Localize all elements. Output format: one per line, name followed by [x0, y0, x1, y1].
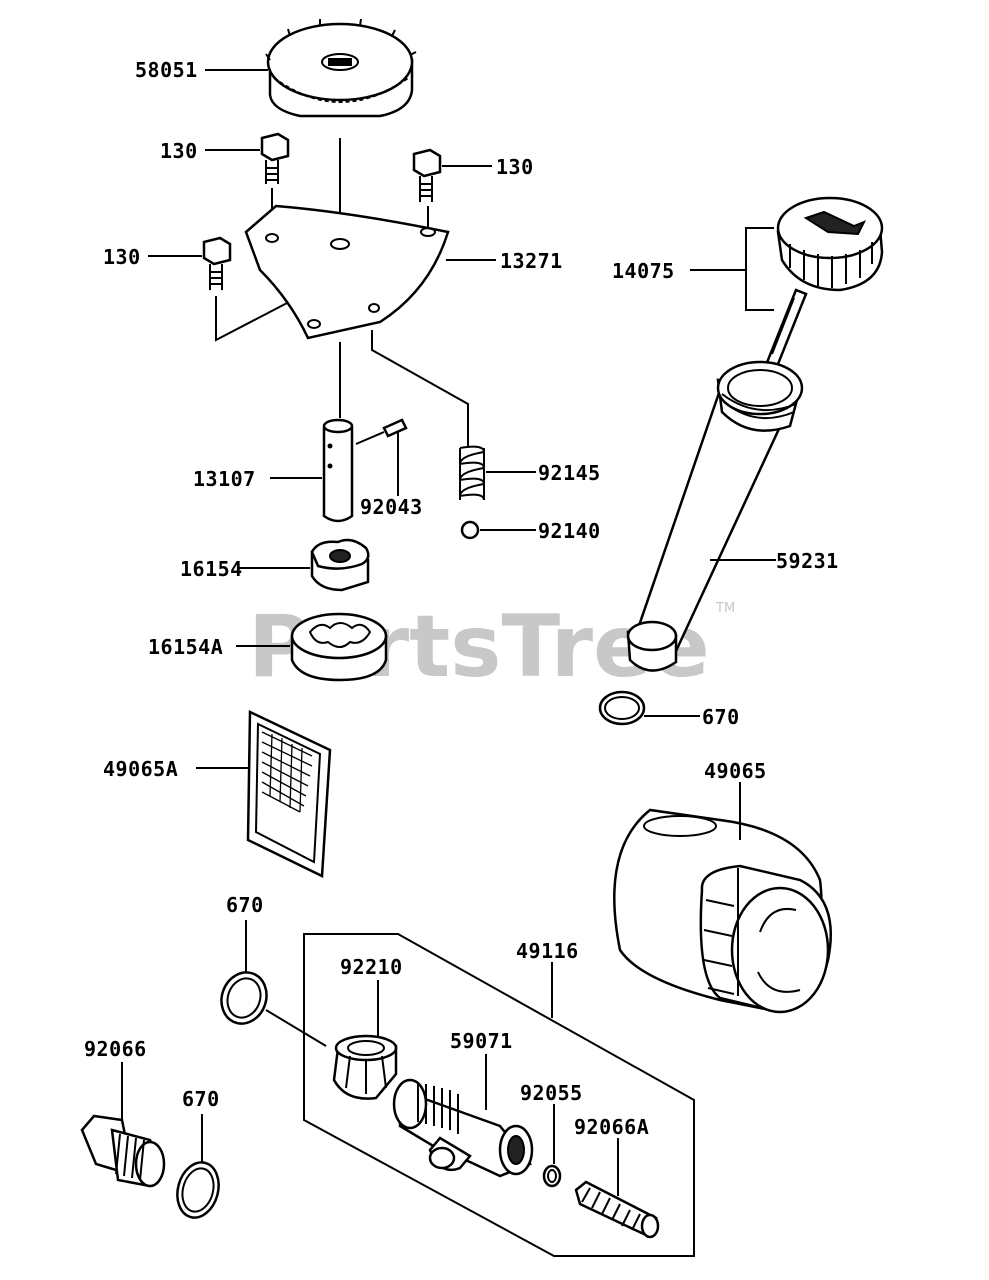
part-92210-nut[interactable] [332, 1034, 398, 1100]
label-92140: 92140 [538, 519, 601, 543]
part-92140-ball[interactable] [460, 520, 480, 540]
label-59071: 59071 [450, 1029, 513, 1053]
part-92066-plug[interactable] [80, 1114, 166, 1188]
part-13107-shaft[interactable] [322, 418, 354, 523]
label-14075: 14075 [612, 259, 675, 283]
part-130-bolt-right[interactable] [412, 148, 442, 202]
part-92145-spring[interactable] [458, 445, 486, 501]
label-670-c: 670 [182, 1087, 220, 1111]
part-49065-oil-filter[interactable] [613, 808, 832, 1014]
label-670-b: 670 [226, 893, 264, 917]
label-13271: 13271 [500, 249, 563, 273]
part-59071-fitting[interactable] [392, 1078, 534, 1178]
label-92043: 92043 [360, 495, 423, 519]
label-130-b: 130 [496, 155, 534, 179]
part-49065A-screen[interactable] [246, 710, 332, 878]
label-16154A: 16154A [148, 635, 223, 659]
part-670-oring-a[interactable] [598, 690, 646, 726]
label-49065A: 49065A [103, 757, 178, 781]
part-58051-gear[interactable] [265, 18, 417, 118]
part-670-oring-c[interactable] [171, 1158, 224, 1222]
part-16154A-outer-rotor[interactable] [290, 612, 388, 682]
part-16154-inner-rotor[interactable] [310, 538, 370, 592]
label-130-a: 130 [160, 139, 198, 163]
label-58051: 58051 [135, 58, 198, 82]
label-49065: 49065 [704, 759, 767, 783]
label-13107: 13107 [193, 467, 256, 491]
label-92066A: 92066A [574, 1115, 649, 1139]
label-130-c: 130 [103, 245, 141, 269]
part-130-bolt-left-top[interactable] [260, 132, 290, 184]
part-92055-washer[interactable] [542, 1164, 562, 1188]
part-13271-plate[interactable] [244, 204, 450, 340]
label-670-a: 670 [702, 705, 740, 729]
part-92043-pin[interactable] [382, 418, 408, 438]
part-670-oring-b[interactable] [214, 966, 273, 1030]
label-92066: 92066 [84, 1037, 147, 1061]
label-92210: 92210 [340, 955, 403, 979]
label-92145: 92145 [538, 461, 601, 485]
watermark-tm: TM [715, 601, 735, 616]
label-59231: 59231 [776, 549, 839, 573]
part-14075-dipstick-cap[interactable] [758, 196, 884, 386]
label-16154: 16154 [180, 557, 243, 581]
part-130-bolt-left[interactable] [202, 236, 232, 290]
label-92055: 92055 [520, 1081, 583, 1105]
part-59231-filler-tube[interactable] [626, 360, 804, 672]
part-92066A-plug[interactable] [574, 1180, 660, 1239]
label-49116: 49116 [516, 939, 579, 963]
